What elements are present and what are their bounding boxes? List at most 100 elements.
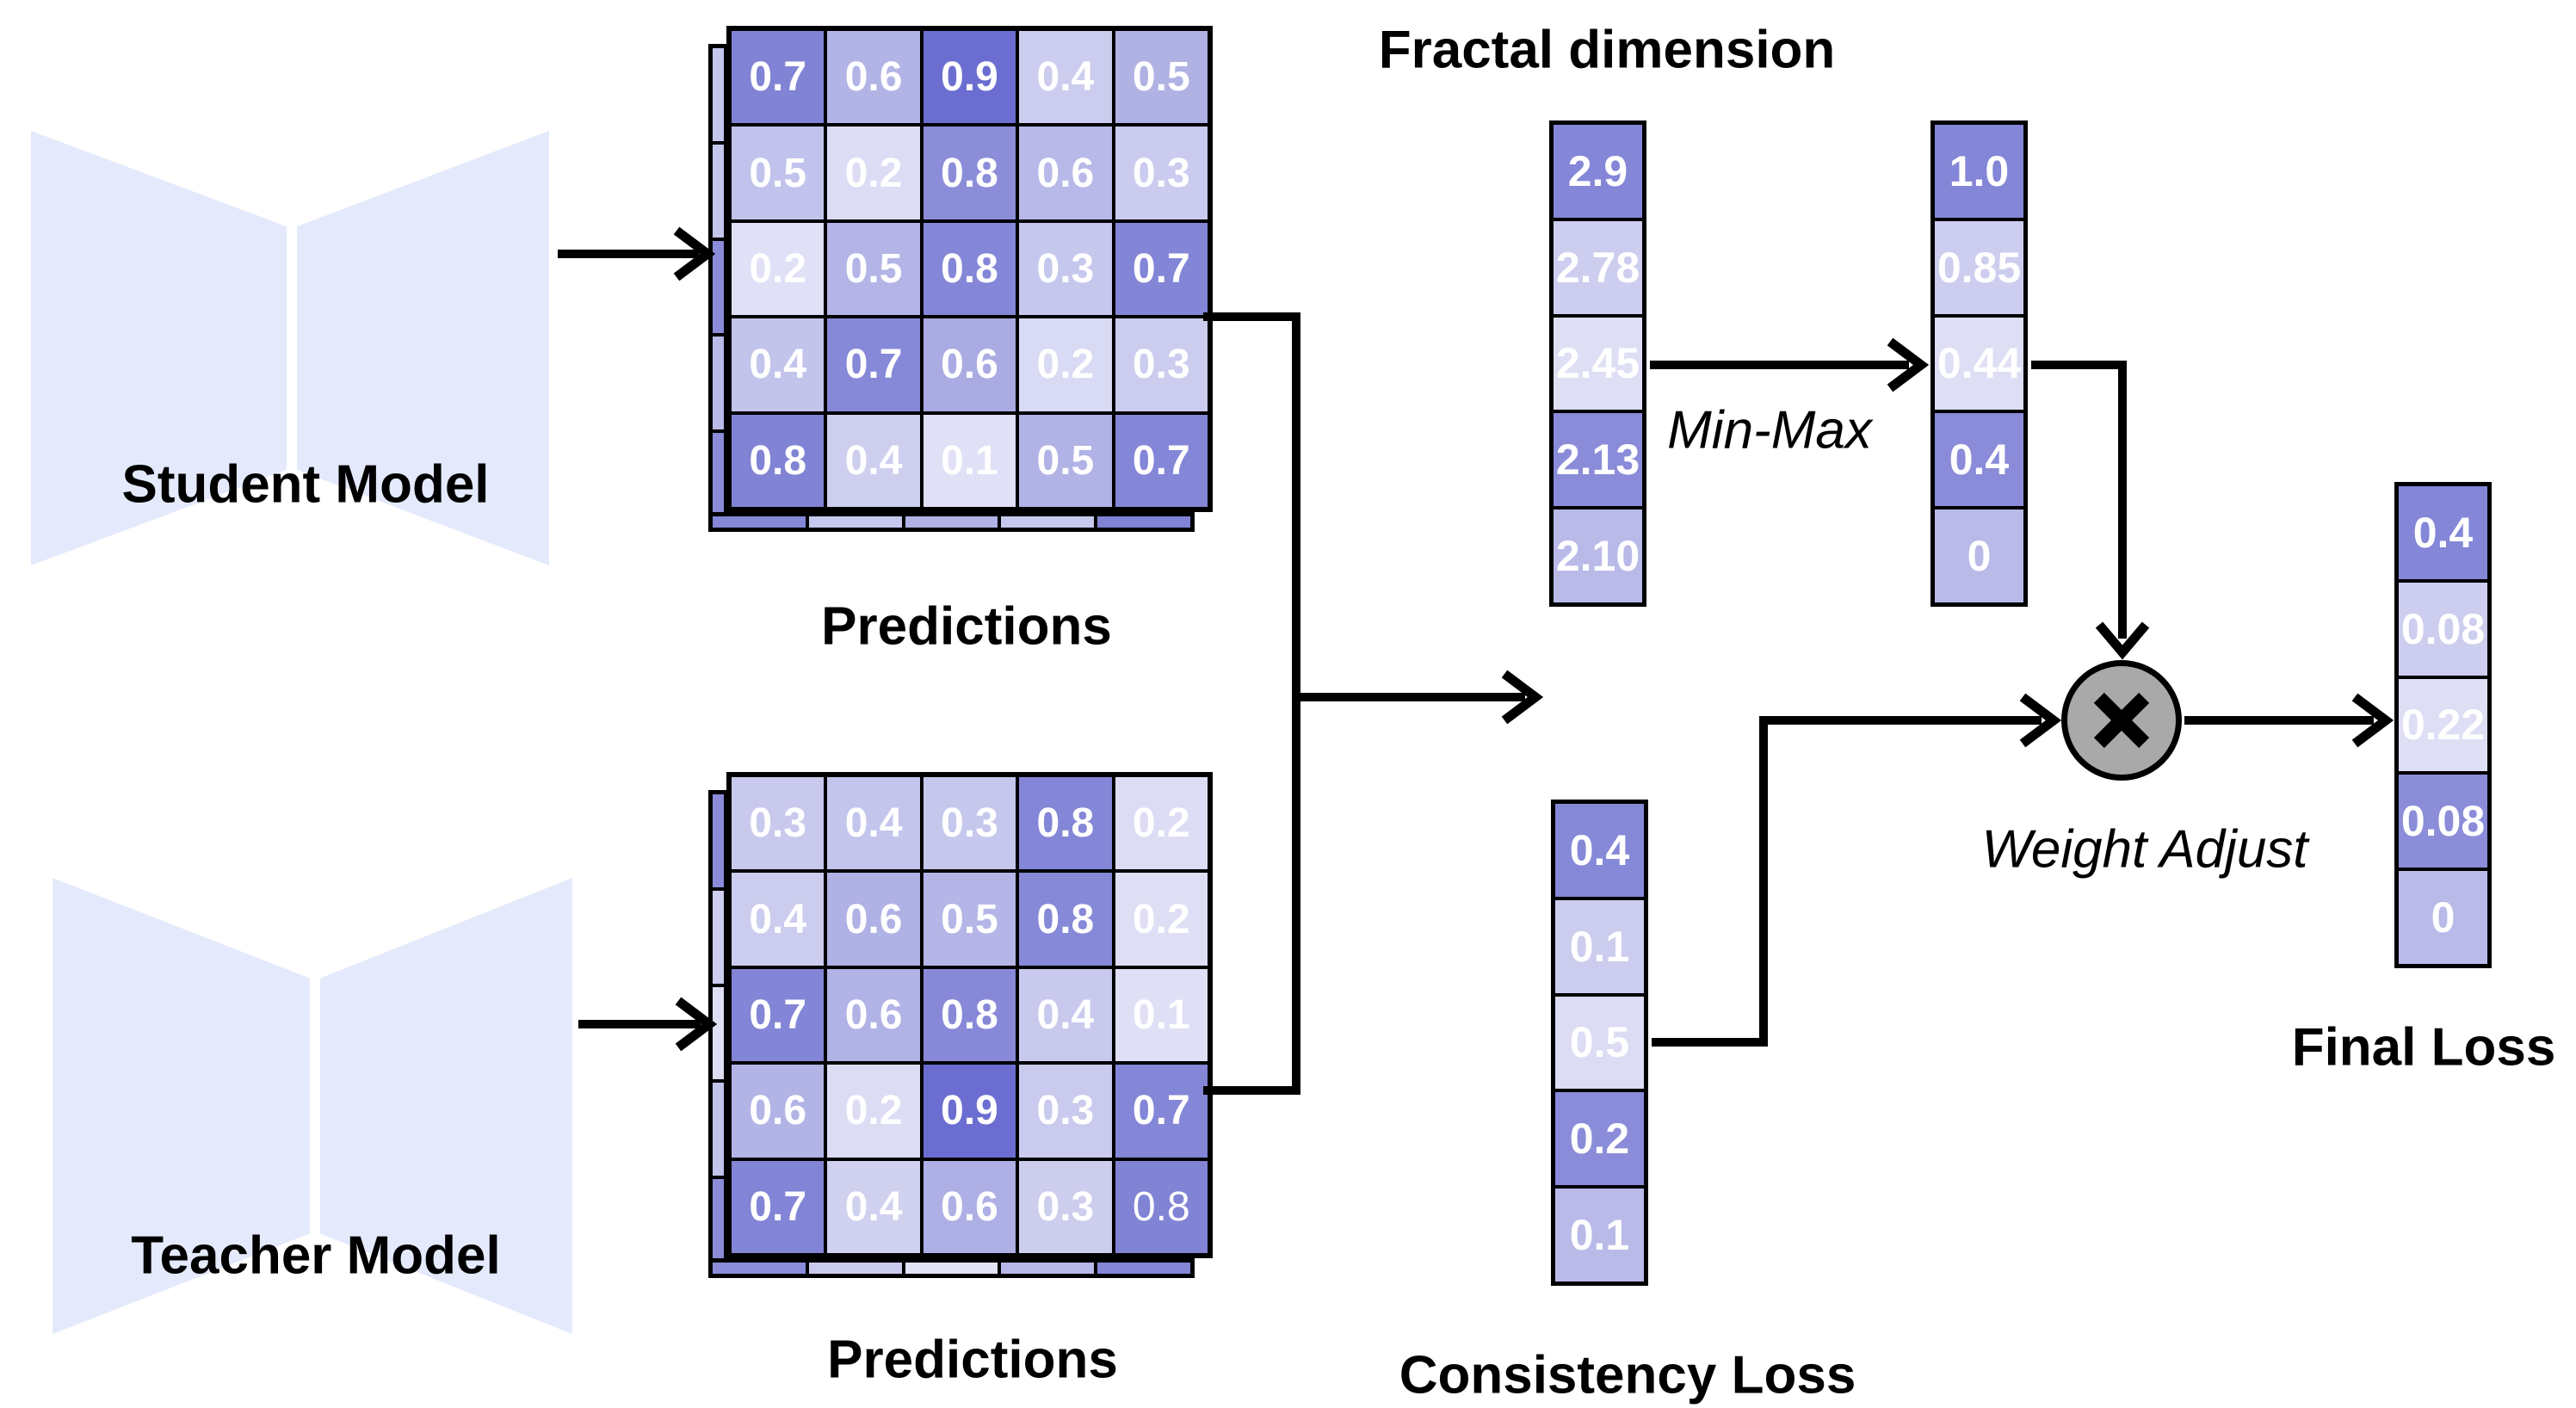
matrix-cell: 0.7 <box>1113 1063 1209 1159</box>
predictions-merge-bracket <box>1203 312 1300 1095</box>
vector-cell: 2.78 <box>1552 219 1644 316</box>
line-consistency-to-operator <box>1652 716 2042 1047</box>
matrix-back-layer-segment <box>903 1261 1000 1275</box>
vector-cell: 0.08 <box>2397 580 2489 677</box>
matrix-cell: 0.7 <box>1113 220 1209 318</box>
vector-cell: 0.4 <box>2397 485 2489 581</box>
line-minmax-to-operator <box>2031 361 2127 639</box>
matrix-cell: 0.5 <box>1113 29 1209 126</box>
matrix-cell: 0.6 <box>825 29 922 126</box>
matrix-cell: 0.4 <box>730 317 826 413</box>
matrix-cell: 0.1 <box>1113 966 1209 1064</box>
matrix-cell: 0.6 <box>921 317 1018 413</box>
matrix-cell: 0.8 <box>1017 775 1114 872</box>
matrix-cell: 0.3 <box>1017 1063 1114 1159</box>
matrix-back-layer-segment <box>806 1261 904 1275</box>
vector-cell: 2.45 <box>1552 315 1644 412</box>
arrowhead <box>2095 621 2150 660</box>
matrix-back-layer-segment <box>999 515 1096 529</box>
matrix-cell: 0.8 <box>1113 1158 1209 1255</box>
matrix-back-layer-segment <box>711 888 726 985</box>
matrix-back-layer-segment <box>711 1081 726 1178</box>
matrix-cell: 0.5 <box>825 220 922 318</box>
matrix-cell: 0.4 <box>825 775 922 872</box>
vector-cell: 0.44 <box>1933 315 2025 412</box>
weight-adjust-label: Weight Adjust <box>1981 819 2308 880</box>
matrix-cell: 0.8 <box>921 220 1018 318</box>
student-model-label: Student Model <box>121 454 490 515</box>
matrix-back-layer-segment <box>711 238 726 336</box>
vector-cell: 2.13 <box>1552 411 1644 509</box>
fractal-dimension-title: Fractal dimension <box>1378 20 1836 80</box>
matrix-cell: 0.5 <box>1017 412 1114 509</box>
vector-cell: 0.22 <box>2397 676 2489 774</box>
vector-cell: 0.08 <box>2397 773 2489 870</box>
matrix-cell: 0.3 <box>730 775 826 872</box>
arrowhead <box>2351 693 2394 748</box>
arrowhead <box>1887 337 1930 392</box>
matrix-back-layer-segment <box>711 793 726 889</box>
final-loss-label: Final Loss <box>2291 1017 2556 1078</box>
matrix-back-layer-segment <box>711 1261 807 1275</box>
teacher-matrix-back-layer-left <box>708 790 728 1276</box>
matrix-cell: 0.6 <box>825 871 922 967</box>
matrix-cell: 0.6 <box>825 966 922 1064</box>
matrix-cell: 0.3 <box>1017 1158 1114 1255</box>
matrix-cell: 0.7 <box>730 29 826 126</box>
matrix-cell: 0.5 <box>921 871 1018 967</box>
matrix-cell: 0.2 <box>825 1063 922 1159</box>
vector-cell: 0 <box>1933 508 2025 604</box>
matrix-cell: 0.7 <box>730 1158 826 1255</box>
matrix-cell: 0.2 <box>1113 775 1209 872</box>
arrowhead <box>675 997 718 1052</box>
vector-cell: 2.10 <box>1552 508 1644 604</box>
matrix-back-layer-segment <box>711 985 726 1082</box>
matrix-cell: 0.2 <box>1113 871 1209 967</box>
vector-cell: 2.9 <box>1552 123 1644 219</box>
matrix-cell: 0.8 <box>921 125 1018 221</box>
matrix-cell: 0.6 <box>1017 125 1114 221</box>
matrix-cell: 0.6 <box>730 1063 826 1159</box>
matrix-back-layer-segment <box>1096 515 1192 529</box>
matrix-cell: 0.7 <box>730 966 826 1064</box>
matrix-cell: 0.6 <box>921 1158 1018 1255</box>
matrix-cell: 0.8 <box>730 412 826 509</box>
matrix-cell: 0.5 <box>730 125 826 221</box>
matrix-cell: 0.4 <box>1017 29 1114 126</box>
matrix-back-layer-segment <box>711 142 726 239</box>
vector-cell: 1.0 <box>1933 123 2025 219</box>
matrix-cell: 0.2 <box>1017 317 1114 413</box>
vector-cell: 0.85 <box>1933 219 2025 316</box>
matrix-back-layer-segment <box>1096 1261 1192 1275</box>
matrix-cell: 0.4 <box>825 1158 922 1255</box>
student-matrix-back-layer-bottom <box>708 512 1195 532</box>
arrowhead <box>2019 693 2062 748</box>
matrix-back-layer-segment <box>711 335 726 432</box>
vector-cell: 0.4 <box>1554 802 1646 899</box>
student-matrix-back-layer-left <box>708 44 728 530</box>
matrix-cell: 0.3 <box>1113 125 1209 221</box>
matrix-cell: 0.8 <box>921 966 1018 1064</box>
multiply-operator <box>2061 660 2182 781</box>
matrix-cell: 0.7 <box>1113 412 1209 509</box>
matrix-back-layer-segment <box>711 46 726 143</box>
matrix-cell: 0.9 <box>921 1063 1018 1159</box>
vector-cell: 0.1 <box>1554 898 1646 995</box>
matrix-cell: 0.1 <box>921 412 1018 509</box>
matrix-cell: 0.2 <box>730 220 826 318</box>
arrowhead <box>673 226 716 281</box>
arrowhead <box>1501 670 1544 725</box>
matrix-cell: 0.3 <box>1113 317 1209 413</box>
matrix-back-layer-segment <box>903 515 1000 529</box>
vector-cell: 0.4 <box>1933 411 2025 509</box>
matrix-cell: 0.4 <box>1017 966 1114 1064</box>
vector-cell: 0.1 <box>1554 1187 1646 1283</box>
teacher-matrix-back-layer-bottom <box>708 1258 1195 1278</box>
